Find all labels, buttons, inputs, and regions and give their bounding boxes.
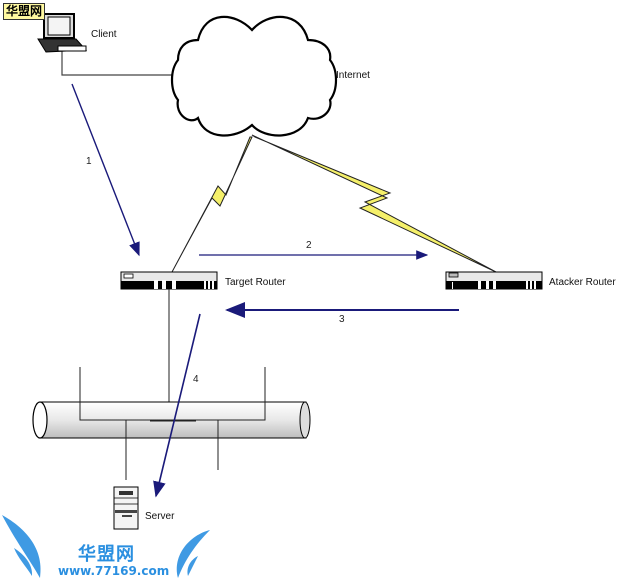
server-label: Server <box>145 511 175 522</box>
wing-left-icon <box>2 515 41 578</box>
wing-right-icon <box>176 530 210 578</box>
server-icon <box>113 486 139 530</box>
step-2-label: 2 <box>306 240 312 251</box>
step-1-label: 1 <box>86 156 92 167</box>
client-internet-link <box>61 50 172 76</box>
step-3-label: 3 <box>339 314 345 325</box>
target-router-label: Target Router <box>225 277 286 288</box>
client-label: Client <box>91 29 117 40</box>
attacker-router-icon <box>445 271 543 290</box>
lightning-target-icon <box>171 136 253 273</box>
target-router-icon <box>120 271 218 290</box>
arrow-step-4 <box>153 313 201 498</box>
attacker-router-label: Atacker Router <box>549 277 616 288</box>
watermark-title: 华盟网 <box>78 544 135 565</box>
internet-cloud-icon <box>170 15 338 137</box>
watermark-url: www.77169.com <box>58 564 170 578</box>
lightning-attacker-icon <box>251 134 497 273</box>
step-4-label: 4 <box>193 374 199 385</box>
internet-label: Internet <box>336 70 370 81</box>
laptop-icon <box>37 13 88 53</box>
bus-tap-left <box>79 367 266 421</box>
watermark-badge: 华盟网 <box>3 3 46 20</box>
arrow-step-1 <box>71 83 140 257</box>
